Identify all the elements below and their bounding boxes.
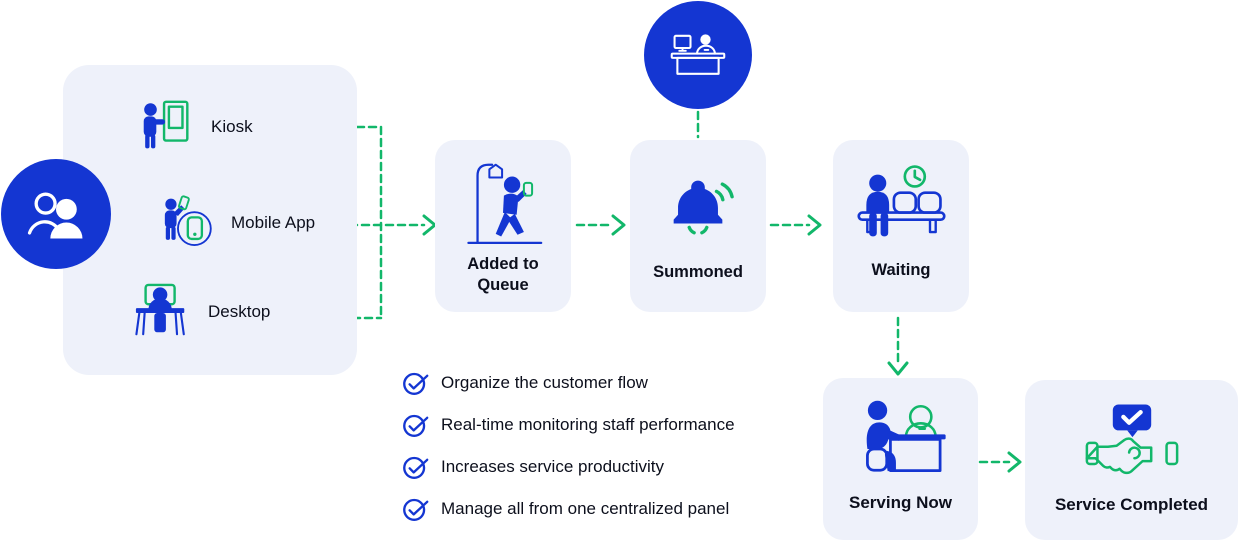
agent-desk-icon [670, 33, 726, 75]
arrowhead-to-serving [887, 361, 909, 376]
check-circle-icon [403, 372, 429, 395]
step-card-waiting: Waiting [833, 140, 969, 312]
walking-person-phone-icon [467, 163, 543, 245]
step-card-summoned: Summoned [630, 140, 766, 312]
check-circle-icon [403, 498, 429, 521]
step-label-serving-now: Serving Now [849, 493, 952, 512]
step-label-service-completed: Service Completed [1054, 495, 1209, 514]
customers-icon [27, 192, 83, 239]
arrowhead-to-queue [422, 214, 437, 236]
desktop-icon [135, 283, 185, 336]
step-label-waiting: Waiting [871, 261, 931, 279]
check-circle-icon [403, 414, 429, 437]
benefit-text: Manage all from one centralized panel [441, 499, 730, 518]
entry-item-label-desktop: Desktop [208, 302, 271, 321]
entry-item-mobile-app: Mobile App [153, 193, 315, 253]
handshake-check-icon [1085, 404, 1178, 475]
benefit-item: Real-time monitoring staff performance [402, 404, 735, 446]
benefit-text: Real-time monitoring staff performance [441, 415, 735, 434]
entry-channels-panel: Kiosk Mobile App [63, 65, 357, 375]
step-label-summoned: Summoned [653, 263, 743, 281]
step-icon-zone [823, 390, 978, 486]
entry-item-kiosk: Kiosk [135, 96, 253, 158]
service-desk-icon [865, 400, 946, 473]
benefit-item: Organize the customer flow [402, 362, 735, 404]
entry-item-desktop: Desktop [132, 283, 270, 341]
check-circle-icon [403, 456, 429, 479]
entry-item-label-kiosk: Kiosk [211, 117, 253, 136]
step-card-added-to-queue: Added to Queue [435, 140, 571, 312]
benefits-list: Organize the customer flow Real-time mon… [402, 362, 735, 530]
agent-desk-circle [644, 1, 752, 109]
step-icon-zone [833, 154, 969, 256]
step-card-serving-now: Serving Now [823, 378, 978, 540]
bell-ringing-icon [673, 180, 734, 235]
mobile-app-icon [164, 195, 212, 246]
benefit-text: Organize the customer flow [441, 373, 648, 392]
arrowhead-to-waiting [807, 214, 822, 236]
step-label-added-to-queue: Added to Queue [467, 255, 539, 295]
benefit-text: Increases service productivity [441, 457, 664, 476]
benefit-item: Manage all from one centralized panel [402, 488, 735, 530]
waiting-bench-clock-icon [856, 165, 946, 237]
step-icon-zone [435, 150, 571, 254]
step-icon-zone [1025, 398, 1238, 482]
entry-item-label-mobile-app: Mobile App [231, 213, 316, 232]
arrowhead-to-completed [1007, 451, 1022, 473]
step-icon-zone [630, 158, 766, 254]
kiosk-icon [143, 100, 189, 149]
benefit-item: Increases service productivity [402, 446, 735, 488]
arrowhead-to-summoned [611, 214, 626, 236]
step-card-service-completed: Service Completed [1025, 380, 1238, 540]
customers-circle [1, 159, 111, 269]
